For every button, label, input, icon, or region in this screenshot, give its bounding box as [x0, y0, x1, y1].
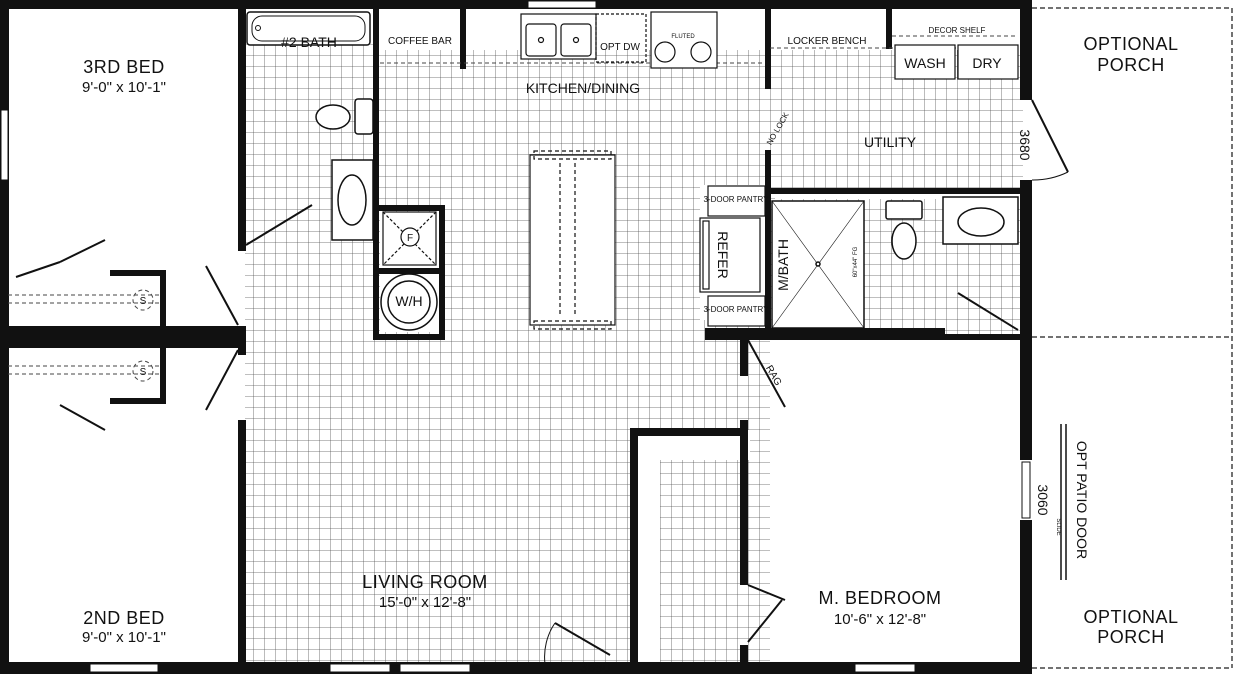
- living-name: LIVING ROOM: [362, 572, 488, 592]
- dry-label: DRY: [972, 55, 1002, 71]
- fireplace-label: F: [407, 233, 413, 244]
- bed3-name: 3RD BED: [83, 57, 165, 77]
- shower-icon: [771, 200, 865, 329]
- windows: [0, 0, 1031, 673]
- shelf-label-bottom: S: [140, 367, 147, 378]
- slide-label: SLIDE: [1055, 518, 1061, 535]
- master-name: M. BEDROOM: [818, 588, 941, 608]
- water-heater-icon: [380, 273, 438, 331]
- bathtub: [246, 11, 371, 46]
- pantry-fridge: [699, 185, 766, 327]
- door-swings: [15, 99, 1069, 665]
- patio-door-size: 3060: [1035, 484, 1051, 515]
- bed2-size: 9'-0" x 10'-1": [82, 629, 166, 646]
- master-size: 10'-6" x 12'-8": [834, 611, 926, 628]
- washer-dryer: [894, 44, 1019, 80]
- utility-door-size: 3680: [1017, 129, 1033, 160]
- mbath-name: M/BATH: [775, 239, 791, 291]
- pantry-top-label: 3-DOOR PANTRY: [703, 195, 769, 204]
- wash-label: WASH: [904, 55, 945, 71]
- meter-marker: [985, 1, 997, 8]
- patio-door-label: OPT PATIO DOOR: [1074, 441, 1090, 559]
- fireplace-icon: [382, 211, 437, 266]
- opt-dw-label: OPT DW: [600, 42, 640, 53]
- utility-name: UTILITY: [864, 134, 917, 150]
- bed2-name: 2ND BED: [83, 608, 165, 628]
- decor-shelf-label: DECOR SHELF: [929, 26, 986, 35]
- shower-size-label: 60"x44" FG: [853, 246, 859, 277]
- bath2-name: #2 BATH: [281, 34, 337, 50]
- kitchen-island: [529, 150, 616, 330]
- shelf-label-top: S: [140, 296, 147, 307]
- porch-outline: [1032, 7, 1233, 669]
- fluted-label: FLUTED: [671, 34, 695, 40]
- interior-walls: [0, 9, 1023, 665]
- bed3-size: 9'-0" x 10'-1": [82, 79, 166, 96]
- kitchen-name: KITCHEN/DINING: [526, 80, 640, 96]
- master-toilet-icon: [885, 200, 923, 260]
- front-door-size: 3680: [579, 659, 610, 674]
- porch-bottom-line1: OPTIONAL: [1083, 607, 1178, 627]
- water-heater-label: W/H: [395, 293, 422, 309]
- vanity-sink-icon: [331, 159, 374, 241]
- master-vanity-icon: [942, 196, 1019, 245]
- porch-bottom-line2: PORCH: [1097, 627, 1165, 647]
- refer-label: REFER: [715, 231, 731, 278]
- pantry-bottom-label: 3-DOOR PANTRY: [703, 305, 769, 314]
- patio-door: [1060, 424, 1067, 580]
- living-size: 15'-0" x 12'-8": [379, 594, 471, 611]
- locker-bench-label: LOCKER BENCH: [788, 36, 867, 47]
- porch-top-line2: PORCH: [1097, 55, 1165, 75]
- kitchen-counters: [520, 11, 718, 69]
- toilet-icon: [315, 98, 374, 135]
- coffee-bar-label: COFFEE BAR: [388, 36, 452, 47]
- porch-top-line1: OPTIONAL: [1083, 34, 1178, 54]
